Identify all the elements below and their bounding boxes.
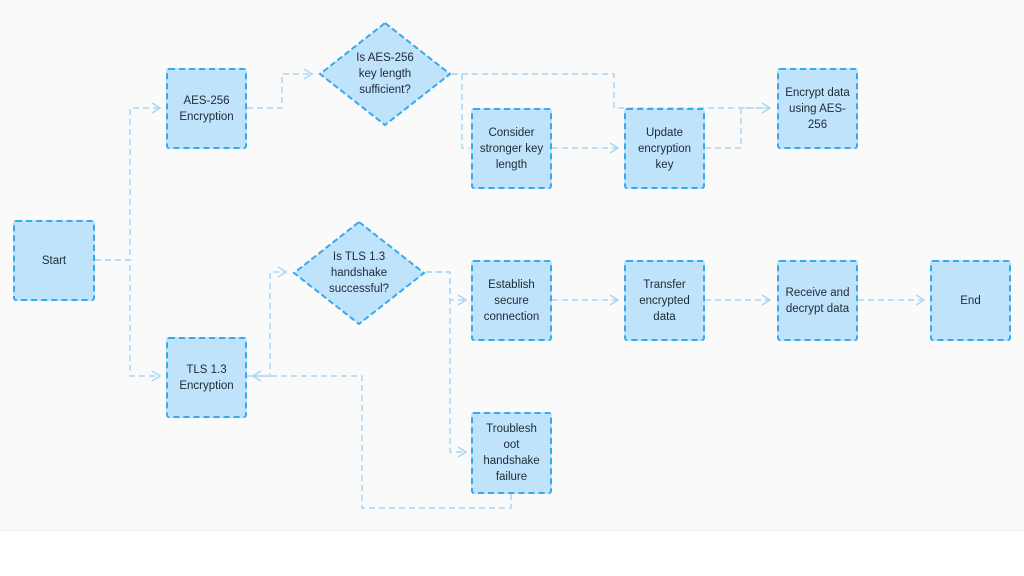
node-start[interactable]: Start <box>13 220 95 301</box>
edge-start-aes <box>95 107 158 261</box>
node-encrypt-data[interactable]: Encrypt data using AES-256 <box>777 68 858 149</box>
diamond-shape <box>292 220 426 326</box>
node-transfer-data[interactable]: Transfer encrypted data <box>624 260 705 341</box>
node-troubleshoot[interactable]: Troublesh oot handshake failure <box>471 412 552 494</box>
arrowhead <box>151 102 162 114</box>
edge-tls-check <box>247 271 284 377</box>
edge-check-troubleshoot <box>426 271 464 453</box>
node-aes-encryption[interactable]: AES-256 Encryption <box>166 68 247 149</box>
node-tls-handshake-check-label: Is TLS 1.3 handshake successful? <box>328 251 390 295</box>
node-end[interactable]: End <box>930 260 1011 341</box>
edge-start-tls <box>95 259 158 377</box>
edge-aes-check <box>247 73 310 109</box>
node-aes-key-check[interactable]: Is AES-256 key length sufficient? <box>318 21 452 127</box>
node-establish-connection-label: Establish secure connection <box>483 278 540 323</box>
node-troubleshoot-label: Troublesh oot handshake failure <box>483 423 540 483</box>
arrowhead <box>609 142 620 154</box>
node-receive-decrypt-label: Receive and decrypt data <box>785 286 850 315</box>
node-aes-encryption-label: AES-256 Encryption <box>179 94 234 123</box>
node-consider-stronger-key[interactable]: Consider stronger key length <box>471 108 552 189</box>
node-end-label: End <box>960 294 981 307</box>
node-tls-encryption[interactable]: TLS 1.3 Encryption <box>166 337 247 418</box>
arrowhead <box>277 266 288 278</box>
node-aes-key-check-label: Is AES-256 key length sufficient? <box>356 52 414 96</box>
edge-troubleshoot-tls <box>255 375 512 509</box>
diamond-shape <box>318 21 452 127</box>
arrowhead <box>761 294 772 306</box>
arrowhead <box>303 68 314 80</box>
arrowhead <box>915 294 926 306</box>
node-consider-stronger-key-label: Consider stronger key length <box>479 126 544 171</box>
node-start-label: Start <box>41 254 67 267</box>
node-update-key-label: Update encryption key <box>637 126 692 171</box>
arrowhead <box>251 370 262 382</box>
node-tls-encryption-label: TLS 1.3 Encryption <box>179 363 234 392</box>
flowchart-canvas: Start AES-256 Encryption TLS 1.3 Encrypt… <box>0 21 1024 531</box>
node-tls-handshake-check[interactable]: Is TLS 1.3 handshake successful? <box>292 220 426 326</box>
edge-check-encrypt <box>452 73 768 109</box>
arrowhead <box>151 370 162 382</box>
arrowhead <box>457 294 468 306</box>
node-transfer-data-label: Transfer encrypted data <box>639 278 690 323</box>
arrowhead <box>761 102 772 114</box>
arrowhead <box>609 294 620 306</box>
arrowhead <box>457 446 468 458</box>
node-establish-connection[interactable]: Establish secure connection <box>471 260 552 341</box>
edge-check-stronger <box>452 73 470 149</box>
node-update-key[interactable]: Update encryption key <box>624 108 705 189</box>
edge-update-encrypt <box>705 107 768 149</box>
node-receive-decrypt[interactable]: Receive and decrypt data <box>777 260 858 341</box>
node-encrypt-data-label: Encrypt data using AES-256 <box>785 86 850 131</box>
